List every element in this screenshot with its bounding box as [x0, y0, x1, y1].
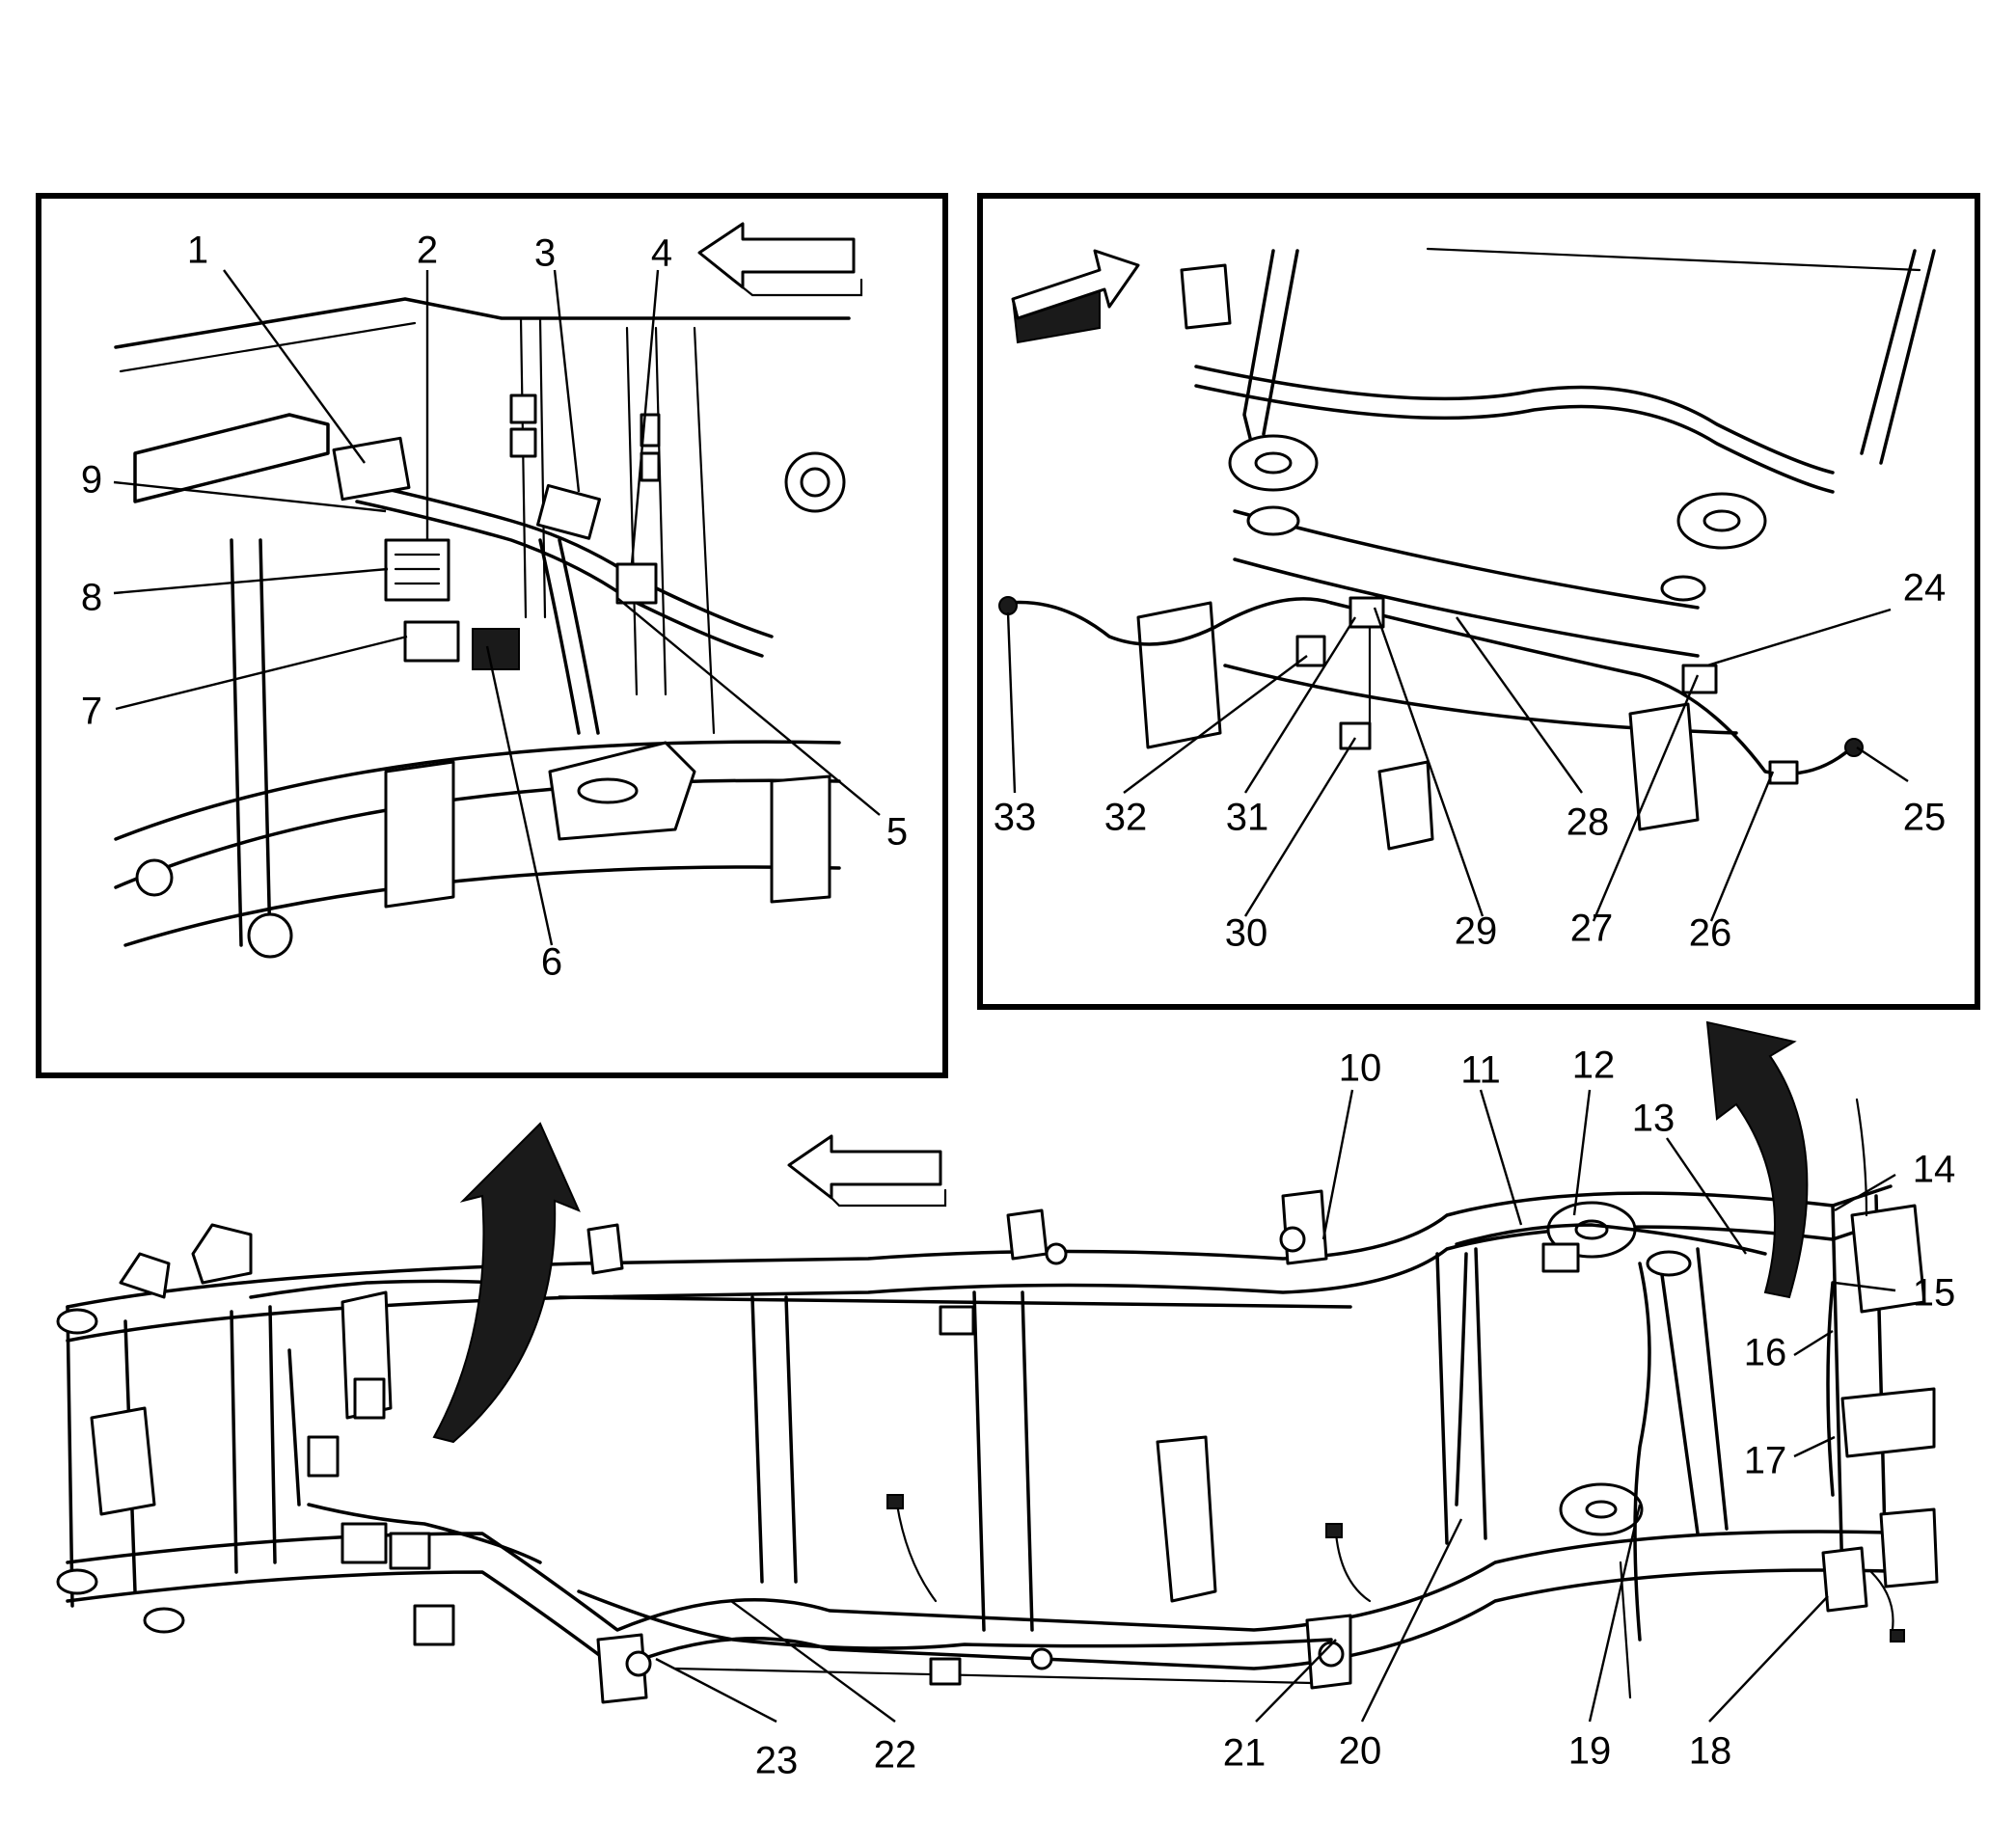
callout-20: 20 — [1339, 1730, 1382, 1773]
arrow-left-icon — [697, 222, 856, 289]
callout-22: 22 — [874, 1734, 917, 1777]
curved-arrow-up-icon — [432, 1122, 581, 1444]
leader-lines — [113, 269, 1909, 1724]
callout-26: 26 — [1689, 912, 1732, 955]
callout-12: 12 — [1572, 1045, 1616, 1087]
callout-33: 33 — [994, 797, 1037, 839]
callout-7: 7 — [81, 691, 102, 733]
right-detail-panel — [977, 193, 1980, 1010]
callout-18: 18 — [1689, 1730, 1732, 1773]
callout-28: 28 — [1566, 801, 1610, 844]
callout-1: 1 — [187, 230, 208, 272]
callout-29: 29 — [1455, 910, 1498, 953]
callout-16: 16 — [1744, 1332, 1787, 1374]
curved-arrow-up-icon — [1705, 1020, 1809, 1299]
callout-14: 14 — [1913, 1149, 1956, 1191]
callout-4: 4 — [651, 232, 672, 275]
callout-24: 24 — [1903, 567, 1947, 610]
wiring-harness — [249, 1098, 1905, 1699]
left-panel-drawing — [114, 297, 851, 959]
callout-11: 11 — [1460, 1049, 1501, 1092]
callout-30: 30 — [1225, 912, 1268, 955]
callout-10: 10 — [1339, 1047, 1382, 1090]
arrow-left-icon — [787, 1134, 942, 1200]
callout-31: 31 — [1226, 797, 1269, 839]
callout-labels: 1 2 3 4 5 6 7 8 9 10 11 12 13 14 15 16 1… — [81, 230, 1955, 1782]
callout-19: 19 — [1568, 1730, 1612, 1773]
left-detail-panel — [36, 193, 948, 1078]
callout-17: 17 — [1744, 1440, 1787, 1482]
callout-5: 5 — [886, 811, 908, 854]
right-panel-drawing — [998, 247, 1936, 851]
callout-3: 3 — [534, 232, 556, 275]
callout-8: 8 — [81, 577, 102, 619]
callout-27: 27 — [1570, 908, 1614, 950]
callout-21: 21 — [1223, 1732, 1267, 1775]
callout-2: 2 — [417, 230, 438, 272]
callout-6: 6 — [541, 941, 562, 984]
callout-23: 23 — [755, 1740, 799, 1782]
callout-32: 32 — [1104, 797, 1148, 839]
callout-25: 25 — [1903, 797, 1947, 839]
callout-15: 15 — [1913, 1272, 1956, 1315]
callout-13: 13 — [1632, 1098, 1675, 1140]
main-chassis-frame — [56, 1184, 1939, 1704]
callout-9: 9 — [81, 459, 102, 502]
